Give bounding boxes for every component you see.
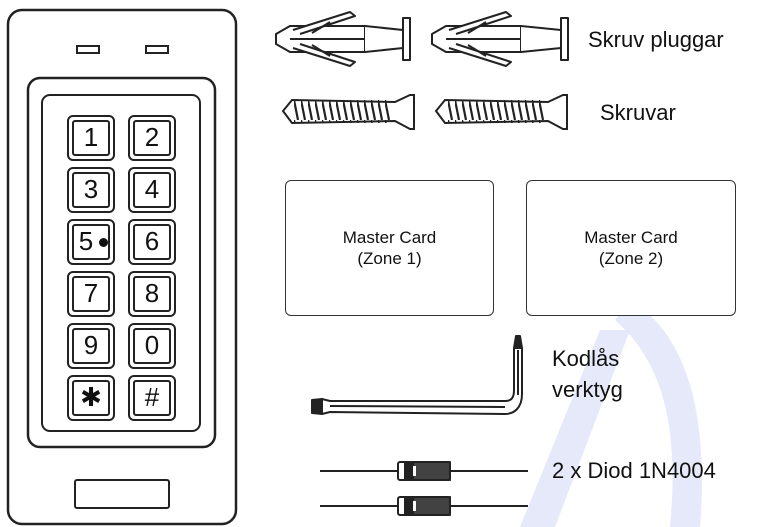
led-indicator-left — [76, 45, 100, 54]
screws-label: Skruvar — [600, 100, 676, 125]
key-4[interactable]: 4 — [128, 167, 176, 213]
key-label: 0 — [144, 330, 160, 360]
key-label: 5 — [78, 226, 94, 256]
plugs-label: Skruv pluggar — [588, 27, 724, 52]
key-0[interactable]: 0 — [128, 323, 176, 369]
master-card-zone-2: Master Card (Zone 2) — [526, 180, 736, 316]
key-label: 9 — [83, 330, 99, 360]
key-hash[interactable]: # — [128, 375, 176, 421]
card-zone: (Zone 1) — [357, 249, 422, 268]
key-1[interactable]: 1 — [67, 115, 115, 161]
tool-label-line1: Kodlås — [552, 346, 620, 371]
key-label: 4 — [144, 174, 160, 204]
master-card-zone-1: Master Card (Zone 1) — [285, 180, 494, 316]
key-label: 1 — [83, 122, 99, 152]
tool-label-line2: verktyg — [552, 377, 623, 402]
card-title: Master Card — [342, 228, 437, 247]
card-zone: (Zone 2) — [598, 249, 664, 268]
key-7[interactable]: 7 — [67, 271, 115, 317]
key-label: 3 — [83, 174, 99, 204]
key-9[interactable]: 9 — [67, 323, 115, 369]
key-label: ✱ — [80, 382, 102, 412]
key-8[interactable]: 8 — [128, 271, 176, 317]
tactile-dot-icon — [99, 238, 108, 247]
card-reader-slot — [74, 479, 170, 509]
diodes-label: 2 x Diod 1N4004 — [552, 458, 716, 483]
key-2[interactable]: 2 — [128, 115, 176, 161]
led-indicator-right — [145, 45, 169, 54]
key-label: 2 — [144, 122, 160, 152]
key-label: 7 — [83, 278, 99, 308]
key-5[interactable]: 5 — [67, 219, 115, 265]
card-title: Master Card — [584, 228, 678, 247]
key-6[interactable]: 6 — [128, 219, 176, 265]
key-label: # — [144, 382, 160, 412]
key-3[interactable]: 3 — [67, 167, 115, 213]
key-label: 6 — [144, 226, 160, 256]
key-label: 8 — [144, 278, 160, 308]
key-star[interactable]: ✱ — [67, 375, 115, 421]
